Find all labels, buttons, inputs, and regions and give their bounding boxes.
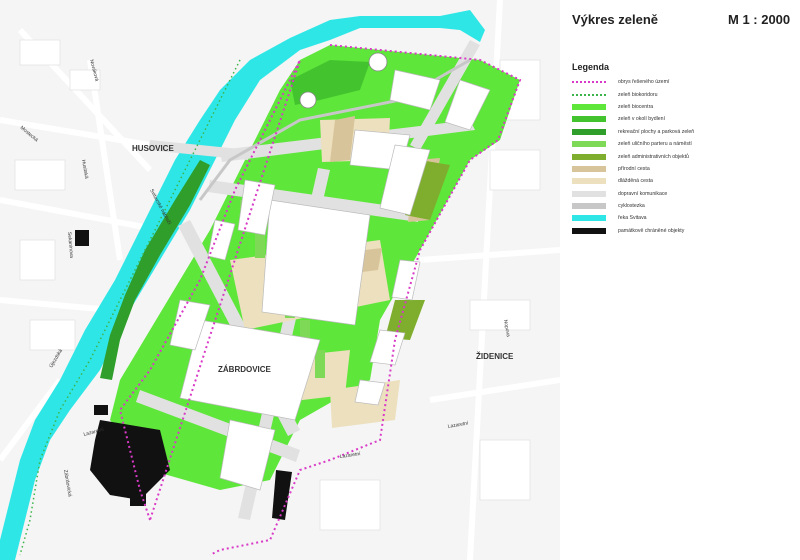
legend-label: zeleň uličního parteru a náměstí [618,141,692,148]
legend-label: obrys řešeného území [618,79,670,86]
district-husovice: HUSOVICE [132,144,174,153]
street-lazaretni-mid: Lazaretní [339,451,361,460]
legend-item: dopravní komunikace [572,188,792,200]
legend-swatch [572,141,606,148]
surrounding-buildings [14,39,541,531]
street-sekaninova: Sekaninova [66,232,74,259]
legend-label: cyklostezka [618,203,645,210]
legend-item: dlážděná cesta [572,175,792,187]
legend-label: dlážděná cesta [618,178,653,185]
site-boundary [118,44,522,556]
legend-label: rekreační plochy a parková zeleň [618,128,695,135]
legend-list: obrys řešeného území zeleň biokoridoru zel… [572,76,792,237]
legend-label: dopravní komunikace [618,190,668,197]
street-nopova: Nopova [502,319,511,337]
legend-item: zeleň administrativních objektů [572,150,792,162]
legend-item: cyklostezka [572,200,792,212]
legend-item: památkově chráněné objekty [572,225,792,237]
legend-label: zeleň biokoridoru [618,91,658,98]
legend-label: řeka Svitava [618,215,647,222]
legend-swatch [572,165,606,172]
legend-swatch [572,103,606,110]
legend-item: rekreační plochy a parková zeleň [572,126,792,138]
protected-buildings [75,230,292,520]
street-novakova: Nováková [88,59,100,82]
legend-swatch [572,190,606,197]
legend-swatch [572,116,606,123]
area-buildings [169,69,491,491]
biocorridor-line [19,59,241,556]
legend-label: zeleň administrativních objektů [618,153,689,160]
dark-green-strip-west [100,160,210,380]
legend-title: Legenda [572,62,610,72]
legend-swatch [572,128,606,135]
legend-item: zeleň uličního parteru a náměstí [572,138,792,150]
street-lazaretni-right: Lazaretní [447,420,469,430]
legend-label: památkově chráněné objekty [618,227,685,234]
legend-item: zeleň biokoridoru [572,88,792,100]
street-lazaretni-left: Lazaretní [83,427,105,438]
street-zabrdovicka: Zábrdovická [62,469,73,497]
legend-swatch [572,178,606,185]
legend-label: zeleň v okolí bydlení [618,116,666,123]
legend-swatch [572,153,606,160]
legend-swatch [572,227,606,234]
water-tower [368,52,388,72]
legend-item: zeleň biocentra [572,101,792,113]
map-area[interactable]: HUSOVICE ZÁBRDOVICE ŽIDENICE Nováková Mo… [0,0,560,560]
district-zidenice: ŽIDENICE [476,352,514,361]
legend-item: zeleň v okolí bydlení [572,113,792,125]
legend-label: zeleň biocentra [618,103,654,110]
legend-swatch [572,203,606,210]
legend-label: přírodní cesta [618,165,650,172]
district-zabrdovice: ZÁBRDOVICE [218,365,272,374]
legend-item: řeka Svitava [572,212,792,224]
roundel [299,91,317,109]
legend-item: přírodní cesta [572,163,792,175]
legend-swatch [572,81,606,84]
legend-swatch [572,93,606,96]
map-canvas: HUSOVICE ZÁBRDOVICE ŽIDENICE Nováková Mo… [0,10,541,560]
scale-label: M 1 : 2000 [728,12,791,27]
street-husitska: Husitská [80,159,89,179]
legend-item: obrys řešeného území [572,76,792,88]
legend-swatch [572,215,606,222]
legend-panel: Výkres zeleně M 1 : 2000 Legenda obrys ř… [560,0,800,560]
map-title: Výkres zeleně [572,12,659,27]
